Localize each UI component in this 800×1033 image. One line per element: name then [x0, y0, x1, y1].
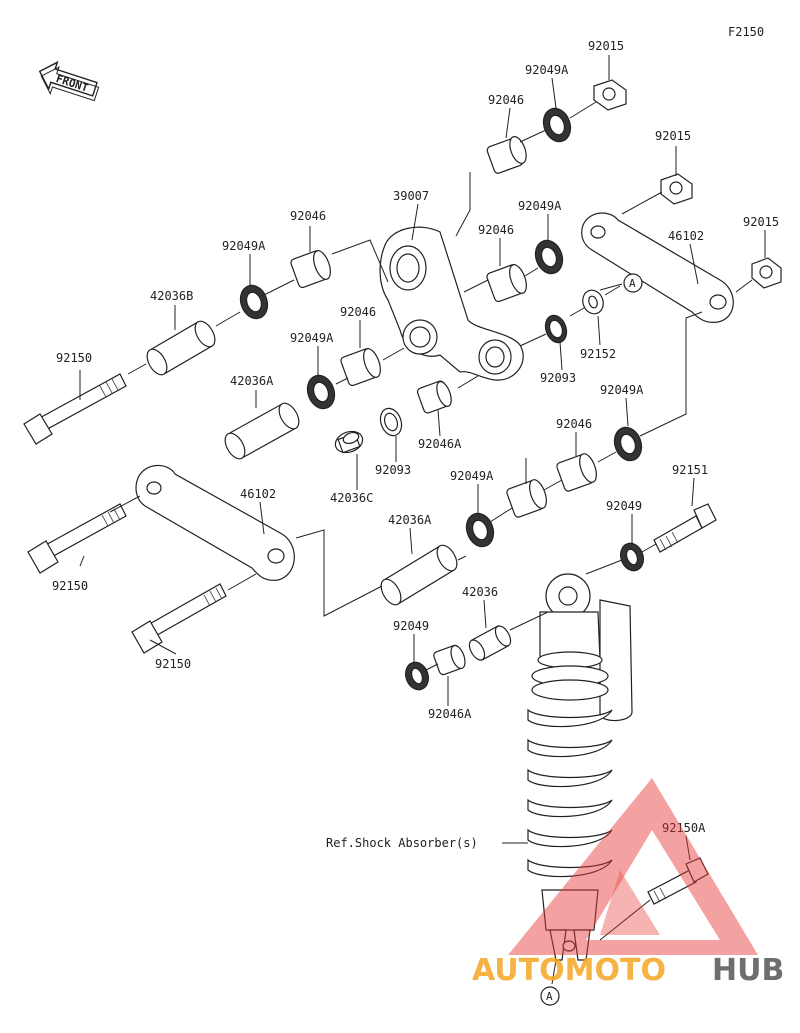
needle-bearing-mid-left	[290, 249, 331, 289]
seal-92049a-right	[613, 426, 643, 462]
part-label: 92015	[655, 129, 691, 143]
part-label: 42036B	[150, 289, 193, 303]
part-label: 42036A	[388, 513, 432, 527]
shock-reference-label: Ref.Shock Absorber(s)	[326, 836, 478, 850]
tie-rod-46102-lower	[135, 464, 295, 581]
part-label: 92150	[52, 579, 88, 593]
nut-92015-right	[751, 257, 782, 289]
part-label: 92150	[56, 351, 92, 365]
leader-lines	[79, 55, 766, 985]
figure-code: F2150	[728, 25, 764, 39]
bolt-92150a	[647, 857, 709, 905]
bolt-92150-mid	[27, 503, 127, 574]
seal-92049a-lower	[465, 512, 495, 548]
watermark-text-part2: HUB	[712, 953, 784, 988]
part-label: 92093	[540, 371, 576, 385]
nut-92015-top	[593, 79, 627, 111]
sleeve-42036a-upper	[224, 402, 300, 460]
seal-92049a-left-low	[306, 374, 336, 410]
needle-bearing-mid	[486, 263, 527, 303]
sleeve-42036	[468, 625, 512, 661]
bolt-92150-top	[23, 373, 127, 445]
part-label: 92046A	[418, 437, 462, 451]
seal-92049a-mid	[534, 239, 564, 275]
part-label: 39007	[393, 189, 429, 203]
needle-bearing-lower	[506, 479, 547, 518]
sleeve-42036a-lower	[380, 544, 458, 606]
callout-a-upper-label: A	[629, 277, 636, 290]
callout-a-lower: A	[540, 986, 560, 1006]
part-label: 92093	[375, 463, 411, 477]
part-label: 92015	[743, 215, 779, 229]
part-label: 42036C	[330, 491, 373, 505]
part-label: 92046	[478, 223, 514, 237]
part-label: 46102	[668, 229, 704, 243]
seal-92049a-top	[542, 107, 572, 143]
part-number-labels: 92015 92049A 92046 92015 92049A 39007 92…	[52, 39, 779, 850]
needle-bearing-upper	[486, 136, 527, 174]
part-label: 92046	[340, 305, 376, 319]
bolt-92151	[653, 503, 717, 553]
part-label: 92150A	[662, 821, 706, 835]
part-label: 92046	[290, 209, 326, 223]
part-label: 92049A	[525, 63, 569, 77]
part-label: 92049A	[518, 199, 562, 213]
needle-bearing-92046a-upper	[416, 380, 452, 414]
automotohub-watermark: AUTOMOTO HUB	[472, 778, 784, 988]
watermark-triangle-icon	[508, 778, 758, 955]
part-label: 92049A	[222, 239, 266, 253]
part-label: 92015	[588, 39, 624, 53]
needle-bearing-left-low	[340, 347, 381, 387]
bolt-92150-bottom	[131, 583, 227, 654]
tie-rod-46102-upper	[581, 212, 734, 323]
part-label: 92046	[556, 417, 592, 431]
part-label: 92046A	[428, 707, 472, 721]
part-label: 92049A	[290, 331, 334, 345]
front-direction-icon: FRONT	[38, 60, 100, 102]
part-label: 42036A	[230, 374, 274, 388]
sleeve-42036b	[146, 320, 216, 376]
part-label: 92151	[672, 463, 708, 477]
part-label: 46102	[240, 487, 276, 501]
seal-92049-right	[620, 542, 644, 572]
callout-a-upper: A	[623, 273, 643, 293]
watermark-text-part1: AUTOMOTO	[472, 953, 666, 988]
needle-bearing-92046a-lower	[433, 644, 466, 676]
callout-a-lower-label: A	[546, 990, 553, 1003]
shock-absorber	[527, 573, 633, 961]
washer-92152	[582, 289, 604, 315]
part-label: 92049A	[450, 469, 494, 483]
seal-92093-right	[544, 314, 568, 344]
part-label: 92150	[155, 657, 191, 671]
rocker-arm-39007	[379, 226, 524, 381]
part-label: 92049	[606, 499, 642, 513]
needle-bearing-right	[556, 453, 597, 492]
part-label: 42036	[462, 585, 498, 599]
part-label: 92152	[580, 347, 616, 361]
seal-92093-left	[379, 407, 403, 437]
seal-92049a-left	[239, 284, 269, 320]
part-label: 92049	[393, 619, 429, 633]
nut-92015-mid	[660, 173, 693, 205]
part-label: 92046	[488, 93, 524, 107]
collar-42036c	[334, 430, 364, 454]
part-label: 92049A	[600, 383, 644, 397]
seal-92049-lower	[405, 661, 429, 691]
